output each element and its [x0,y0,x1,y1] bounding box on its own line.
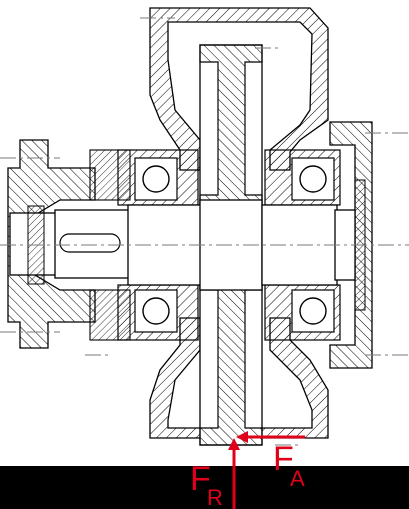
left-lower-bearing [134,289,178,333]
keyway [59,233,121,253]
left-upper-bearing [134,157,178,201]
shaft [9,199,356,291]
radial-force-label-sub: R [207,485,223,509]
axial-force-label-main: F [273,440,294,478]
radial-force-label: F R [190,460,223,509]
axial-force-label-sub: A [290,466,305,491]
bottom-band [0,466,409,509]
axial-force-arrow [236,431,305,443]
right-lower-bearing [291,289,335,333]
right-upper-bearing [291,157,335,201]
centerlines [0,17,409,446]
radial-force-arrow [228,438,240,509]
axial-force-label: F A [273,440,305,491]
radial-force-label-main: F [190,460,211,498]
